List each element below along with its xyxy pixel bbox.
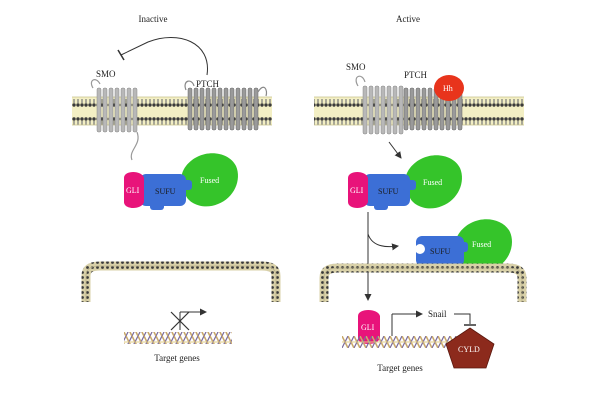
- activation-arrow: [388, 141, 402, 159]
- gli-label: GLI: [350, 186, 364, 195]
- fused-label: Fused: [200, 176, 219, 185]
- dna-helix: [342, 336, 464, 348]
- sufu-fused-free: Fused SUFU: [415, 219, 512, 273]
- gli-label: GLI: [126, 186, 140, 195]
- cyld-label: CYLD: [458, 345, 480, 354]
- ptch-receptor: [184, 80, 268, 131]
- smo-receptor: [90, 79, 139, 161]
- gli-protein: [124, 172, 144, 208]
- ptch-label: PTCH: [196, 79, 220, 89]
- nuclear-envelope: [319, 263, 527, 302]
- dna-helix: [124, 332, 232, 344]
- fused-label: Fused: [423, 178, 442, 187]
- target-genes-label: Target genes: [377, 363, 423, 373]
- fused-protein: [181, 153, 238, 207]
- cyld-protein: [445, 327, 495, 369]
- active-heading: Active: [396, 14, 420, 24]
- ptch-label: PTCH: [404, 70, 428, 80]
- snail-label: Snail: [428, 309, 447, 319]
- hh-ligand: [434, 75, 464, 101]
- nuclear-envelope: [81, 261, 281, 302]
- sufu-label: SUFU: [155, 187, 176, 196]
- smo-label: SMO: [346, 62, 366, 72]
- gli-sufu-fused-complex: Fused SUFU GLI: [348, 155, 462, 210]
- gli-nuclear-label: GLI: [361, 323, 375, 332]
- sufu-free-label: SUFU: [430, 247, 451, 256]
- hh-label: Hh: [443, 84, 453, 93]
- smo-label: SMO: [96, 69, 116, 79]
- gli-nuclear: [358, 310, 380, 344]
- fused-protein: [405, 155, 462, 209]
- sufu-protein-free: [416, 236, 464, 266]
- smo-receptor: [355, 75, 404, 135]
- fused-protein-free: [455, 219, 512, 273]
- inhibition-bar: [117, 49, 125, 61]
- snail-inhibits-cyld: [454, 313, 471, 324]
- sufu-protein: [140, 174, 186, 206]
- sufu-protein: [364, 174, 410, 206]
- fused-free-label: Fused: [472, 240, 491, 249]
- sufu-label: SUFU: [378, 187, 399, 196]
- target-genes-label: Target genes: [154, 353, 200, 363]
- gli-protein: [348, 172, 368, 208]
- ptch-inhibits-smo-arc: [120, 36, 208, 76]
- active-panel: Active SMO PTCH: [314, 14, 527, 373]
- gli-sufu-fused-complex: Fused SUFU GLI: [124, 153, 238, 210]
- inactive-heading: Inactive: [139, 14, 168, 24]
- inactive-panel: Inactive SMO PTCH: [72, 14, 281, 363]
- dissociation-arrow: [367, 233, 399, 251]
